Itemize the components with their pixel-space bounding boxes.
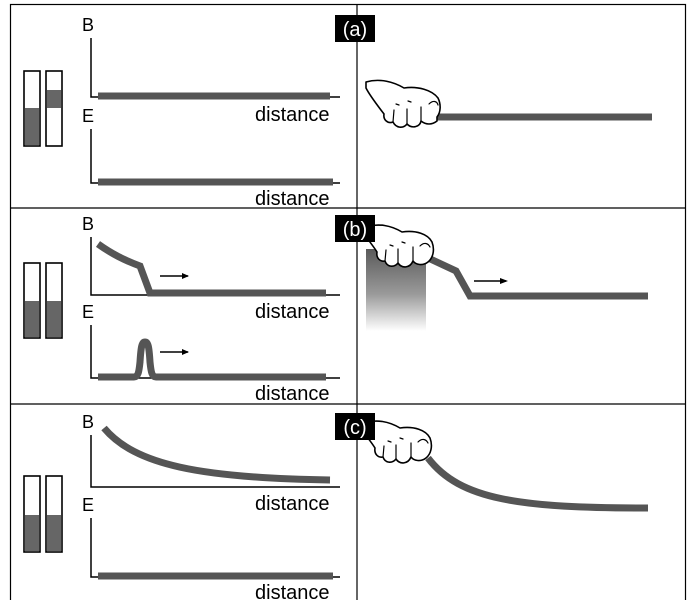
rope <box>425 455 649 512</box>
right-arrow-icon <box>160 273 189 279</box>
level-tube-icon <box>23 475 41 553</box>
tube-pair-c <box>23 475 63 553</box>
distance-label: distance <box>255 383 330 405</box>
rope <box>424 253 648 300</box>
panel-frame <box>9 3 687 600</box>
level-tube-icon <box>45 262 63 339</box>
b-axis <box>90 237 340 296</box>
e-axis-label: E <box>82 106 94 126</box>
level-tube-icon <box>45 475 63 553</box>
panel-tag-label: (a) <box>343 19 367 41</box>
distance-label: distance <box>255 493 330 515</box>
level-tube-icon <box>45 70 63 147</box>
distance-label: distance <box>255 301 330 323</box>
panel-tag-b: (b) <box>335 215 375 242</box>
hand-pinching-rope-icon <box>361 420 433 464</box>
distance-label: distance <box>255 582 330 600</box>
tube-pair-a <box>23 70 63 147</box>
panel-c: B distance E distance (c) <box>23 412 649 600</box>
level-tube-icon <box>23 70 41 147</box>
panel-tag-a: (a) <box>335 15 375 42</box>
panel-b: B distance E distance (b) <box>23 214 648 405</box>
level-tube-icon <box>23 262 41 339</box>
tube-pair-b <box>23 262 63 339</box>
panel-tag-label: (c) <box>343 417 366 439</box>
distance-label: distance <box>255 188 330 210</box>
b-curve <box>95 241 326 297</box>
right-arrow-icon <box>160 349 189 355</box>
b-axis <box>90 435 340 488</box>
e-curve <box>98 338 326 381</box>
hand-pinching-rope-icon <box>363 224 435 268</box>
right-arrow-icon <box>474 278 508 284</box>
e-axis <box>90 518 340 578</box>
b-axis-label: B <box>82 214 94 234</box>
b-axis <box>90 38 340 98</box>
e-axis-label: E <box>82 495 94 515</box>
b-curve <box>101 425 331 484</box>
b-axis-label: B <box>82 15 94 35</box>
b-axis-label: B <box>82 412 94 432</box>
distance-label: distance <box>255 104 330 126</box>
hand-pinching-rope-icon <box>365 79 441 128</box>
panel-tag-label: (b) <box>343 219 367 241</box>
e-axis-label: E <box>82 302 94 322</box>
e-axis <box>90 325 340 379</box>
panel-a: B distance E distance (a) <box>23 15 652 210</box>
panel-tag-c: (c) <box>335 413 375 440</box>
e-axis <box>90 129 340 184</box>
